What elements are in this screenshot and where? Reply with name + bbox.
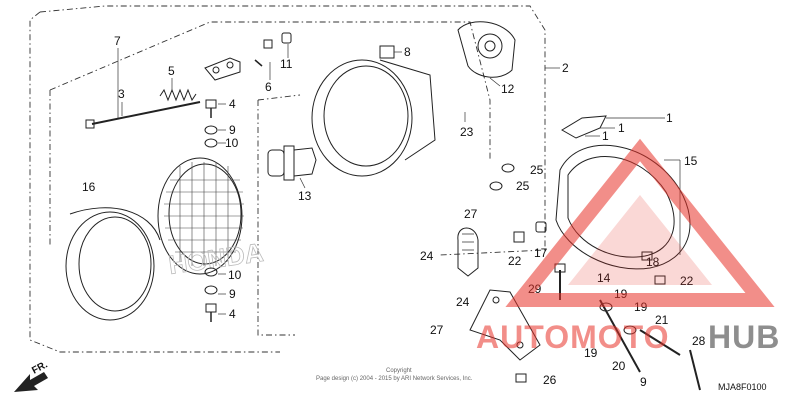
part-16-rim-ring <box>65 207 161 321</box>
ref-2: 2 <box>562 61 569 75</box>
ref-10-top: 10 <box>225 136 239 150</box>
ref-24-left: 24 <box>420 249 434 263</box>
lens-grid-pattern <box>164 162 244 266</box>
ref-10-bottom: 10 <box>228 268 242 282</box>
ref-8: 8 <box>404 45 411 59</box>
ref-17-left: 17 <box>534 246 548 260</box>
direction-label: FR. <box>30 359 50 376</box>
ref-22-right: 22 <box>680 274 694 288</box>
watermark-text-secondary: HUB <box>708 319 780 355</box>
headlight-lens-unit: HONDA <box>157 157 266 280</box>
ref-20: 20 <box>612 359 626 373</box>
ref-1-c: 1 <box>602 129 609 143</box>
ref-4-bottom: 4 <box>229 307 236 321</box>
ref-27-top: 27 <box>464 207 478 221</box>
part-1-emblem-set <box>561 115 665 139</box>
ref-27-bottom: 27 <box>430 323 444 337</box>
ref-19-c: 19 <box>584 346 598 360</box>
ref-22-left: 22 <box>508 254 522 268</box>
ref-26: 26 <box>543 373 557 387</box>
watermark-logo: AUTOMOTO HUB <box>476 138 780 355</box>
part-3-adjusting-screw <box>85 101 201 129</box>
part-12-rear-cap <box>457 21 516 78</box>
part-15-headlight-case <box>555 144 691 270</box>
ref-9-right: 9 <box>640 375 647 389</box>
fastener-group-bottom <box>204 267 218 322</box>
ref-16: 16 <box>82 180 96 194</box>
fastener-group-top <box>204 32 292 148</box>
ref-24-mid: 24 <box>456 295 470 309</box>
ref-12: 12 <box>501 82 515 96</box>
part-bracket-top <box>204 57 241 81</box>
copyright-line-2: Page design (c) 2004 - 2015 by ARI Netwo… <box>316 376 473 382</box>
ref-1-a: 1 <box>666 111 673 125</box>
part-5-spring <box>159 88 197 102</box>
ref-3: 3 <box>118 87 125 101</box>
ref-6: 6 <box>265 80 272 94</box>
ref-4-top: 4 <box>229 97 236 111</box>
ref-25-b: 25 <box>516 179 530 193</box>
part-13-bulb <box>267 145 317 189</box>
ref-28: 28 <box>692 334 706 348</box>
copyright-line-1: Copyright <box>386 368 412 374</box>
ref-14: 14 <box>597 271 611 285</box>
reference-numbers: 7 5 3 4 9 10 6 11 8 2 12 23 13 16 10 9 4… <box>82 34 706 389</box>
watermark-triangle-icon <box>505 138 775 307</box>
ref-5: 5 <box>168 64 175 78</box>
ref-11: 11 <box>280 57 293 71</box>
ref-25-a: 25 <box>530 163 544 177</box>
ref-1-b: 1 <box>618 121 625 135</box>
part-27-clamp <box>457 227 479 277</box>
headlight-mounting-ring <box>311 45 466 177</box>
ref-13: 13 <box>298 189 312 203</box>
ref-21: 21 <box>655 313 669 327</box>
ref-9-top: 9 <box>229 123 236 137</box>
watermark-text-primary: AUTOMOTO <box>476 319 669 355</box>
diagram-code: MJA8F0100 <box>718 382 767 392</box>
ref-9-bottom: 9 <box>229 287 236 301</box>
ref-23: 23 <box>460 125 474 139</box>
assembly-frame-main <box>29 5 546 353</box>
front-direction-indicator: FR. <box>14 359 50 392</box>
ref-7: 7 <box>114 34 121 48</box>
part-bracket-lower <box>469 289 541 361</box>
ref-15: 15 <box>684 154 698 168</box>
ref-18: 18 <box>646 255 660 269</box>
